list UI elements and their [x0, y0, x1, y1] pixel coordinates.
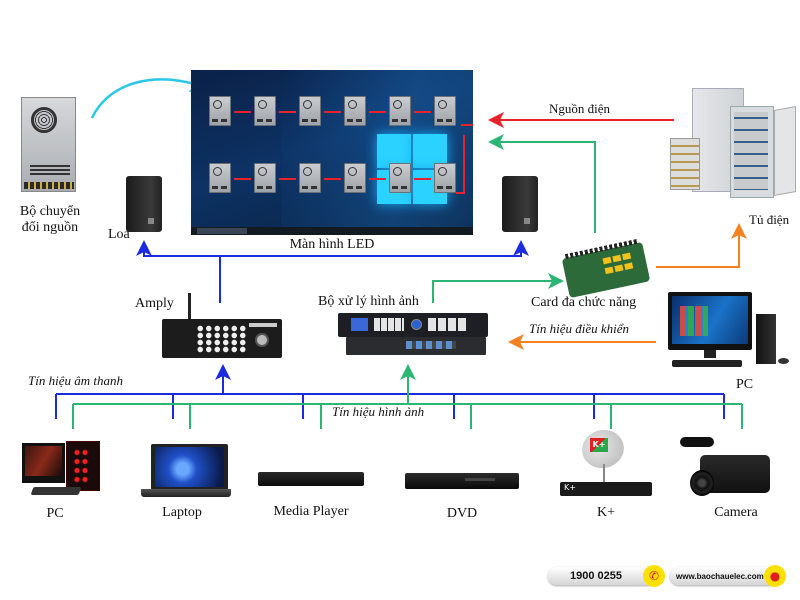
video-processor-label: Bộ xử lý hình ảnh	[318, 294, 419, 309]
hotline-number: 1900 0255	[570, 570, 622, 582]
website-link[interactable]: www.baochauelec.com	[676, 571, 764, 581]
power-supply-icon	[21, 97, 76, 192]
audio-signal-label: Tín hiệu âm thanh	[28, 373, 123, 388]
power-module	[209, 96, 231, 126]
source-label-pc: PC	[46, 506, 64, 521]
power-supply-label: Bộ chuyển đổi nguồn	[14, 204, 86, 236]
power-module-link	[234, 111, 251, 113]
control-signal-label: Tín hiệu điều khiển	[529, 321, 630, 336]
kplus-logo: K+	[590, 438, 608, 452]
cabinet-label: Tủ điện	[749, 212, 790, 227]
source-label-media-player: Media Player	[273, 504, 349, 519]
power-module	[344, 163, 366, 193]
power-module-link	[324, 178, 341, 180]
power-module	[209, 163, 231, 193]
power-module	[389, 163, 411, 193]
power-module-link	[279, 111, 296, 113]
power-supply-label-line1: Bộ chuyển	[19, 204, 81, 219]
source-label-kplus: K+	[596, 505, 615, 520]
power-module-link	[369, 111, 386, 113]
electrical-cabinet-icon	[670, 88, 796, 200]
power-module	[299, 163, 321, 193]
power-module	[434, 163, 456, 193]
source-label-dvd: DVD	[446, 506, 478, 521]
card-to-led-wire	[488, 134, 596, 233]
dvd-player-icon	[405, 473, 519, 489]
power-module	[434, 96, 456, 126]
video-signal-label: Tín hiệu hình ảnh	[332, 404, 425, 419]
media-player-icon	[258, 472, 364, 486]
power-signal-label: Nguồn điện	[549, 101, 611, 116]
video-processor-icon	[338, 313, 488, 355]
source-label-camera: Camera	[714, 505, 758, 520]
amply-label: Amply	[135, 296, 174, 311]
website-badge[interactable]: www.baochauelec.com	[670, 567, 782, 585]
card-to-cabinet-wire	[656, 223, 747, 268]
globe-icon[interactable]: ●	[764, 565, 786, 587]
control-card-label: Card đa chức năng	[531, 295, 637, 310]
source-label-laptop: Laptop	[162, 505, 202, 520]
speaker-left-label: Loa	[108, 227, 130, 242]
taskbar	[191, 227, 473, 235]
desktop-pc-icon	[668, 292, 793, 372]
led-screen-icon	[191, 70, 473, 235]
power-supply-label-line2: đổi nguồn	[21, 220, 79, 236]
power-module-link	[414, 178, 431, 180]
hotline-badge[interactable]: 1900 0255	[548, 567, 656, 585]
processor-to-card-wire	[432, 273, 564, 303]
speaker-left-wire	[136, 240, 220, 257]
led-screen-label: Màn hình LED	[289, 237, 375, 252]
power-module	[389, 96, 411, 126]
power-module-link	[279, 178, 296, 180]
power-module	[254, 163, 276, 193]
power-module-link	[414, 111, 431, 113]
kplus-box-logo: K+	[564, 483, 576, 492]
power-module-link	[234, 178, 251, 180]
pc-control-label: PC	[736, 377, 754, 392]
speaker-right-wire	[220, 240, 529, 257]
speaker-right-icon	[502, 176, 538, 232]
speaker-left-icon	[126, 176, 162, 232]
power-supply-to-led-arc	[90, 73, 211, 119]
power-module-link	[369, 178, 386, 180]
amplifier-icon	[162, 293, 282, 358]
power-module	[344, 96, 366, 126]
power-module	[254, 96, 276, 126]
power-module	[299, 96, 321, 126]
power-module-link	[324, 111, 341, 113]
phone-icon[interactable]: ✆	[643, 565, 665, 587]
